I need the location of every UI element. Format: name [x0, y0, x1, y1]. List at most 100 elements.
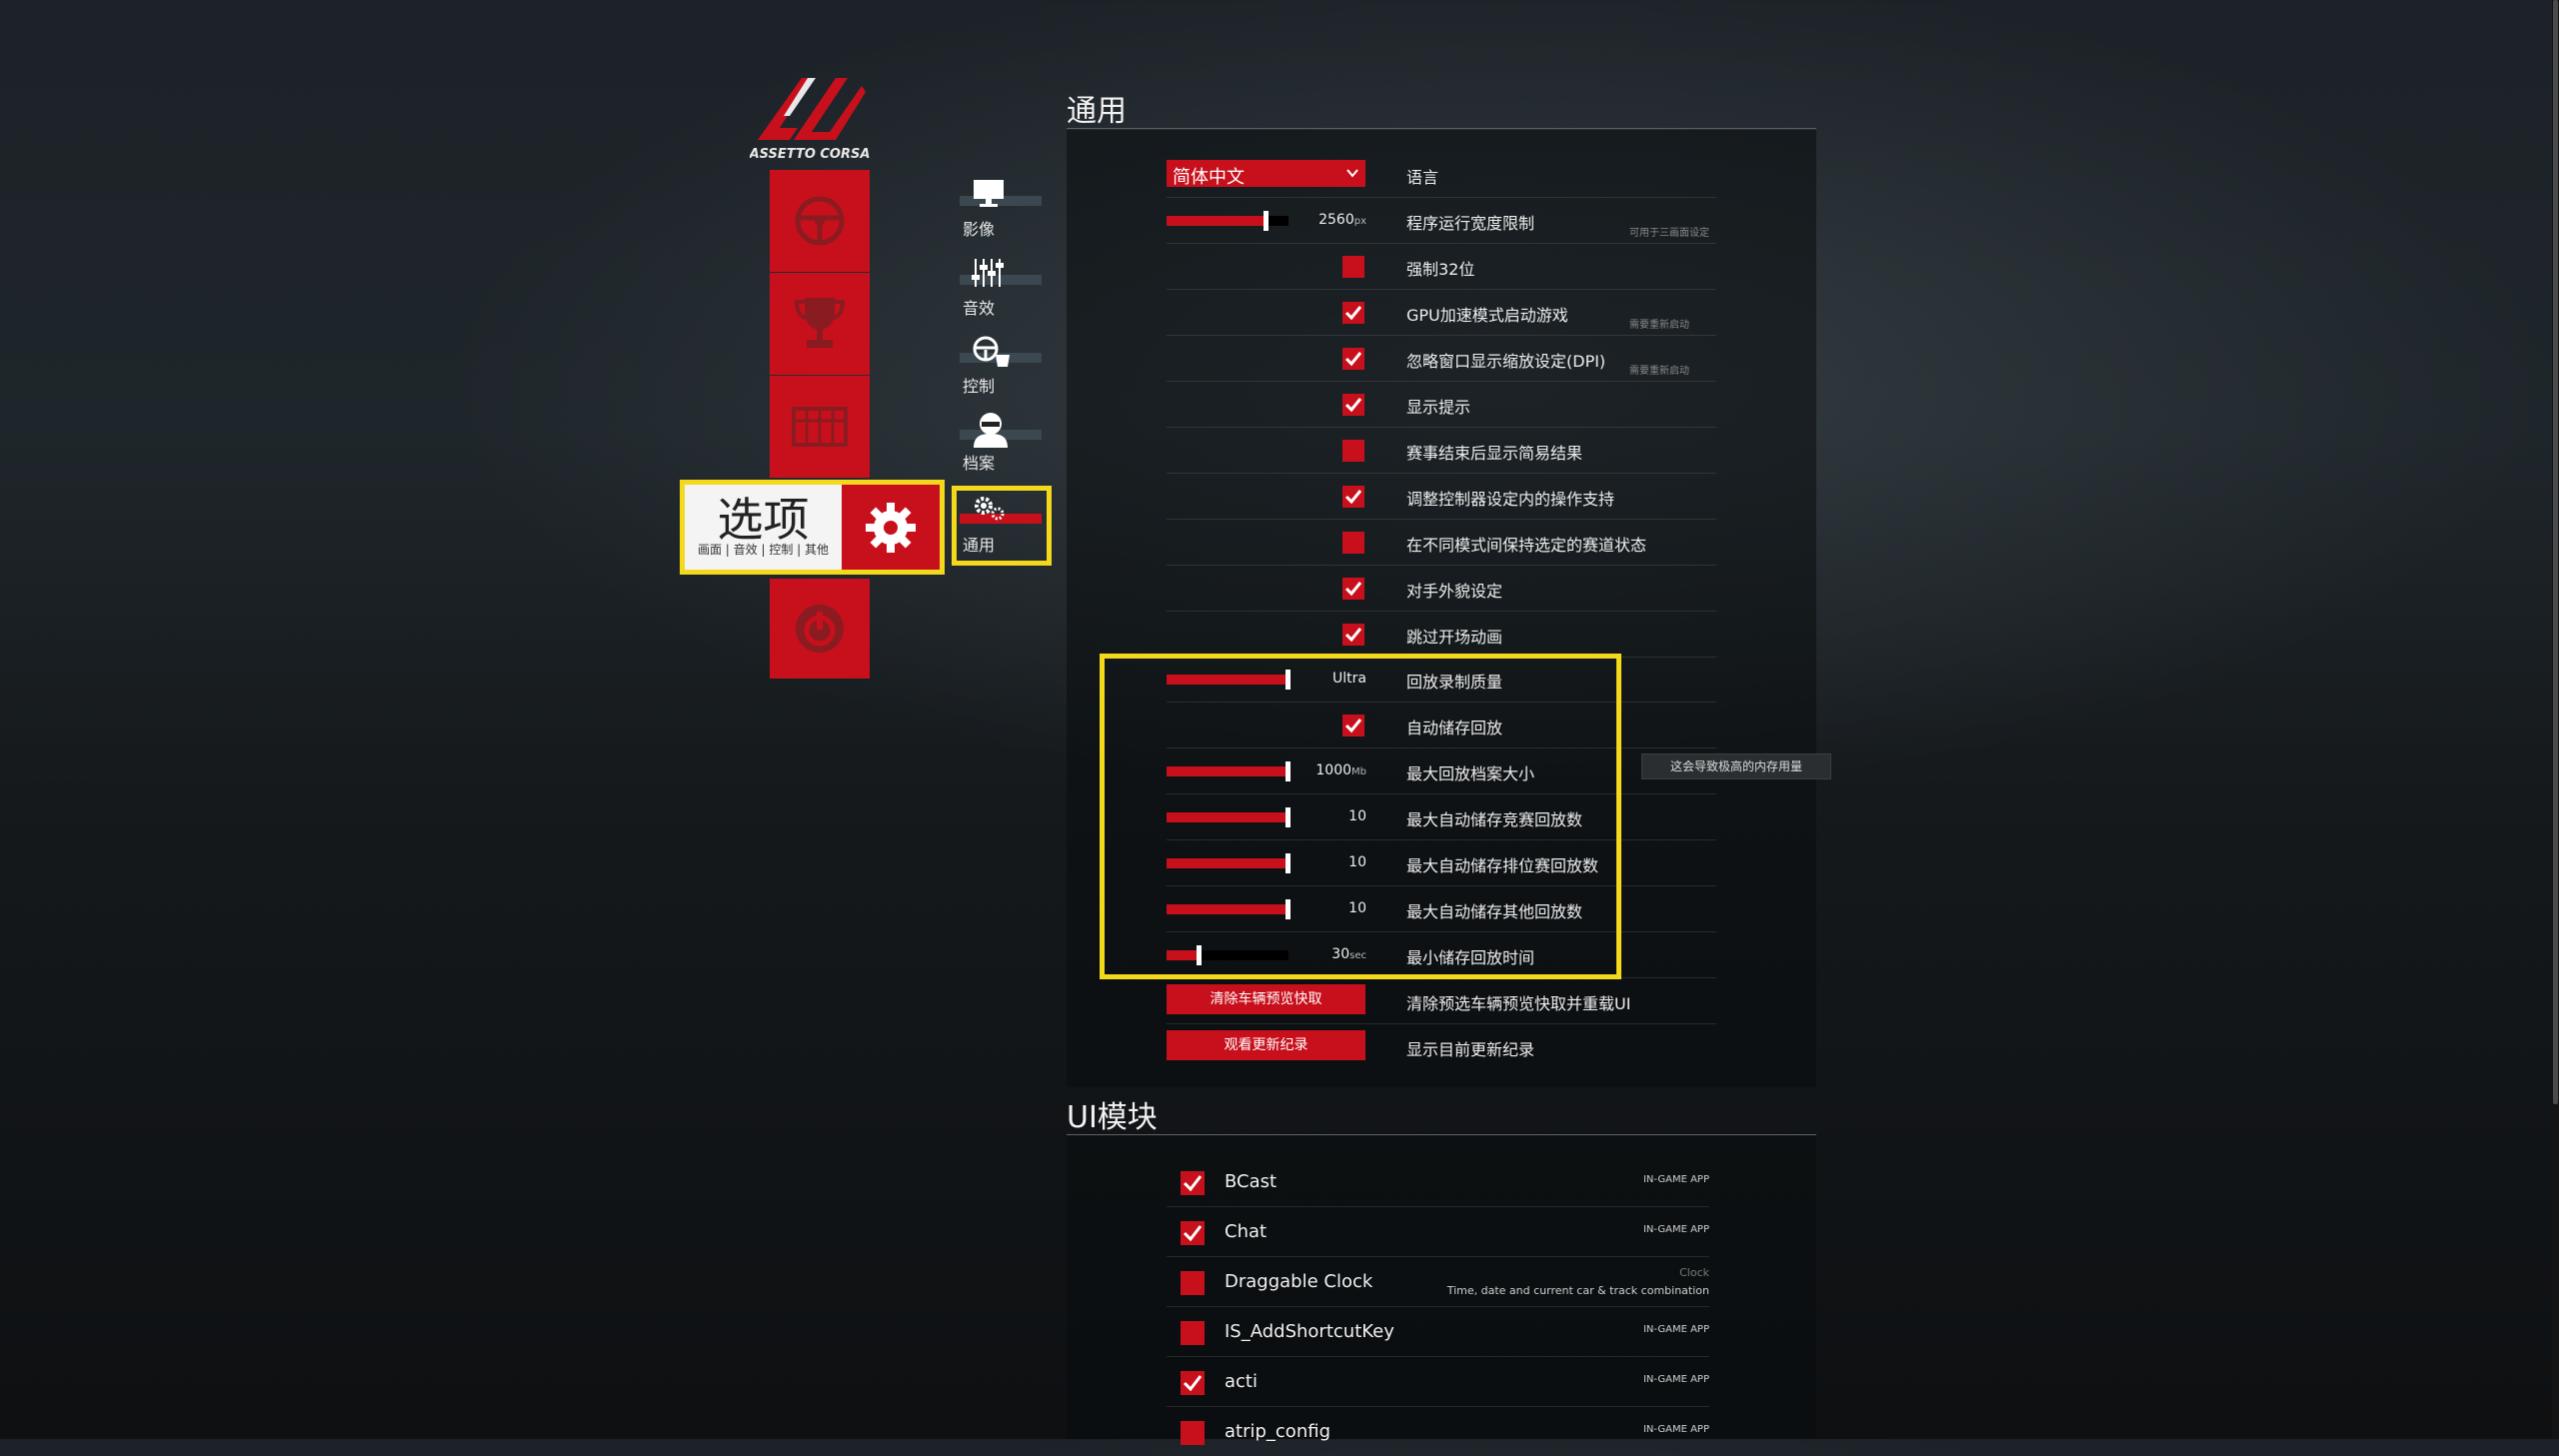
steering-wheel-icon — [795, 196, 845, 246]
checkmark-icon — [1344, 490, 1362, 505]
options-tile[interactable] — [685, 485, 842, 570]
language-dropdown-value: 简体中文 — [1173, 167, 1245, 188]
general-section-title: 通用 — [1067, 94, 1127, 129]
setting-row: GPU加速模式启动游戏需要重新启动 — [1167, 290, 1716, 336]
submenu-controls[interactable]: 控制 — [960, 335, 1042, 405]
submenu-audio-label: 音效 — [963, 299, 996, 318]
module-checkbox[interactable] — [1181, 1371, 1205, 1395]
checkmark-icon — [1344, 352, 1362, 367]
module-checkbox[interactable] — [1181, 1171, 1205, 1195]
submenu-audio[interactable]: 音效 — [960, 257, 1042, 327]
width-limit-row: 2560px 程序运行宽度限制 可用于三画面设定 — [1167, 198, 1716, 244]
checkmark-icon — [1183, 1175, 1203, 1192]
options-title: 选项 — [717, 493, 810, 547]
general-section-divider — [1067, 128, 1816, 129]
options-subtitle: 画面 | 音效 | 控制 | 其他 — [697, 543, 830, 557]
max-race-replays-slider[interactable] — [1167, 807, 1290, 827]
min-replay-time-value: 30sec — [1331, 946, 1366, 962]
module-checkbox[interactable] — [1181, 1421, 1205, 1445]
max-quali-replays-slider[interactable] — [1167, 853, 1290, 873]
setting-row: 跳过开场动画 — [1167, 612, 1716, 658]
trophy-icon — [794, 298, 846, 348]
max-other-replays-value: 10 — [1348, 900, 1366, 916]
clear-preview-label: 清除预选车辆预览快取并重载UI — [1406, 994, 1631, 1013]
slider-knob[interactable] — [1285, 761, 1290, 781]
submenu-general-highlight-frame — [952, 486, 1052, 566]
setting-row: 在不同模式间保持选定的赛道状态 — [1167, 520, 1716, 566]
setting-checkbox[interactable] — [1342, 348, 1364, 370]
min-replay-time-label: 最小储存回放时间 — [1406, 948, 1535, 967]
vertical-scrollbar[interactable] — [2552, 0, 2559, 1439]
submenu-general[interactable]: 通用 — [960, 494, 1042, 564]
options-gear-tile[interactable] — [842, 485, 940, 570]
checkmark-icon — [1344, 398, 1362, 413]
assetto-corsa-logo: ASSETTO CORSA — [749, 70, 870, 166]
module-checkbox[interactable] — [1181, 1321, 1205, 1345]
chevron-down-icon — [1346, 169, 1358, 178]
setting-row: 忽略窗口显示缩放设定(DPI)需要重新启动 — [1167, 336, 1716, 382]
max-replay-size-slider[interactable] — [1167, 761, 1290, 781]
width-limit-value: 2560px — [1318, 212, 1366, 228]
slider-knob[interactable] — [1264, 211, 1269, 231]
module-checkbox[interactable] — [1181, 1271, 1205, 1295]
clear-preview-button[interactable]: 清除车辆预览快取 — [1167, 984, 1365, 1014]
setting-checkbox[interactable] — [1342, 532, 1364, 554]
module-checkbox[interactable] — [1181, 1221, 1205, 1245]
memory-usage-tooltip: 这会导致极高的内存用量 — [1641, 753, 1831, 779]
width-limit-slider[interactable] — [1167, 211, 1288, 231]
career-menu-tile[interactable] — [770, 273, 870, 375]
slider-knob[interactable] — [1285, 670, 1290, 690]
checkmark-icon — [1183, 1375, 1203, 1392]
submenu-video[interactable]: 影像 — [960, 178, 1042, 248]
general-settings-panel — [1067, 130, 1816, 1087]
checkmark-icon — [1344, 582, 1362, 597]
submenu-profile[interactable]: 档案 — [960, 412, 1042, 482]
setting-label: 忽略窗口显示缩放设定(DPI) — [1406, 352, 1606, 371]
setting-checkbox[interactable] — [1342, 302, 1364, 324]
quit-menu-tile[interactable] — [770, 579, 870, 679]
equalizer-icon — [972, 259, 1004, 287]
setting-checkbox[interactable] — [1342, 624, 1364, 646]
changelog-label: 显示目前更新纪录 — [1406, 1040, 1535, 1059]
view-changelog-button[interactable]: 观看更新纪录 — [1167, 1030, 1365, 1060]
slider-knob[interactable] — [1285, 807, 1290, 827]
module-name: atrip_config — [1225, 1421, 1330, 1442]
replay-quality-slider[interactable] — [1167, 670, 1290, 690]
max-quali-replays-value: 10 — [1348, 854, 1366, 870]
events-menu-tile[interactable] — [770, 376, 870, 478]
setting-label: 显示提示 — [1406, 398, 1471, 417]
setting-checkbox[interactable] — [1342, 256, 1364, 278]
module-row: atrip_config IN-GAME APP — [1167, 1407, 1709, 1456]
setting-row: 对手外貌设定 — [1167, 566, 1716, 612]
setting-checkbox[interactable] — [1342, 440, 1364, 462]
module-tag: IN-GAME APP — [1642, 1424, 1709, 1435]
module-name: Draggable Clock — [1225, 1271, 1373, 1292]
slider-knob[interactable] — [1285, 899, 1290, 919]
drive-menu-tile[interactable] — [770, 170, 870, 272]
max-quali-replays-label: 最大自动储存排位赛回放数 — [1406, 856, 1599, 875]
min-replay-time-slider[interactable] — [1167, 945, 1288, 965]
submenu-profile-label: 档案 — [963, 454, 996, 473]
slider-knob[interactable] — [1285, 853, 1290, 873]
module-tag: IN-GAME APP — [1642, 1324, 1709, 1335]
language-dropdown[interactable]: 简体中文 — [1167, 160, 1365, 188]
checkmark-icon — [1344, 628, 1362, 643]
slider-knob[interactable] — [1197, 945, 1202, 965]
setting-checkbox[interactable] — [1342, 578, 1364, 600]
ui-modules-section-divider — [1067, 1134, 1816, 1135]
auto-save-replay-checkbox[interactable] — [1342, 715, 1364, 736]
max-race-replays-value: 10 — [1348, 808, 1366, 824]
setting-checkbox[interactable] — [1342, 394, 1364, 416]
submenu-controls-label: 控制 — [963, 377, 996, 396]
setting-checkbox[interactable] — [1342, 486, 1364, 508]
submenu-general-label: 通用 — [963, 536, 996, 555]
setting-label: GPU加速模式启动游戏 — [1406, 306, 1568, 325]
gear-icon — [866, 502, 916, 553]
power-icon — [796, 605, 844, 653]
width-limit-label: 程序运行宽度限制 — [1406, 214, 1535, 233]
max-other-replays-slider[interactable] — [1167, 899, 1290, 919]
scrollbar-thumb[interactable] — [2553, 0, 2558, 1104]
